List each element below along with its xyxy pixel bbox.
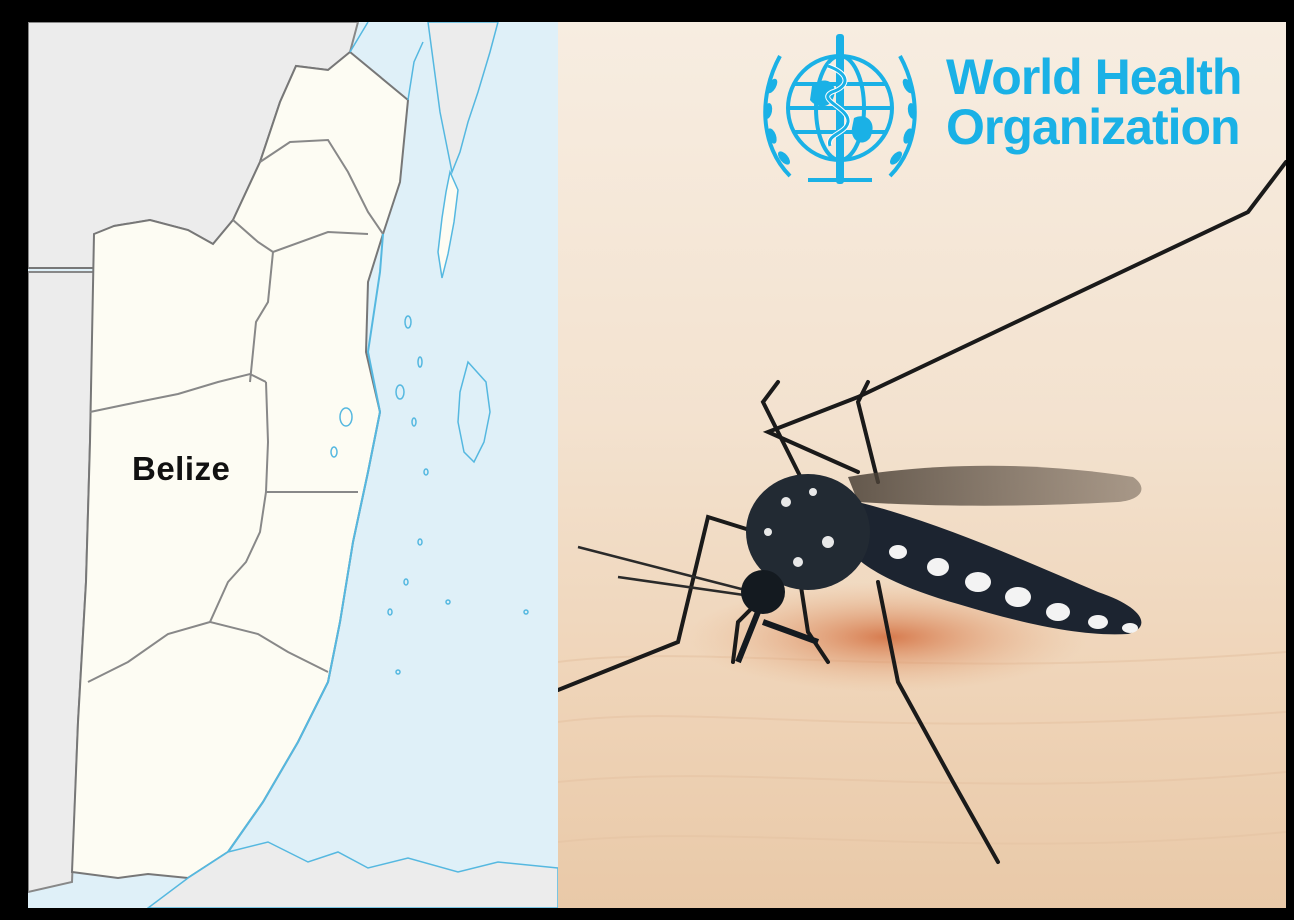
who-wordmark-line2: Organization: [946, 99, 1241, 155]
district-border: [264, 381, 358, 493]
neighbor-land: [427, 22, 499, 175]
district-border: [208, 491, 329, 673]
mosquito-photo: World Health Organization: [558, 22, 1286, 908]
coastline: [187, 233, 384, 879]
mosquito-thorax: [746, 474, 870, 590]
mosquito-mouthparts: [735, 610, 820, 664]
cayes: [330, 315, 529, 675]
map-graphic: [28, 22, 558, 908]
caye: [457, 360, 491, 464]
abdomen-bands: [889, 545, 1138, 633]
mosquito-graphic: [558, 160, 1286, 864]
who-wordmark-line1: World Health: [946, 49, 1242, 105]
district-border: [259, 138, 384, 235]
who-emblem-icon: [763, 34, 917, 184]
caye: [437, 169, 459, 279]
who-wordmark: World Health Organization: [946, 49, 1242, 155]
coastline: [349, 22, 424, 101]
district-border: [87, 621, 211, 683]
district-border: [249, 251, 274, 383]
mosquito-abdomen: [843, 502, 1142, 635]
mosquito-head: [741, 570, 785, 614]
country-label: Belize: [132, 450, 231, 487]
district-border: [89, 372, 267, 413]
neighbor-land: [146, 841, 558, 908]
who-logo: World Health Organization: [750, 26, 1284, 194]
mosquito-wing: [848, 465, 1142, 506]
mosquito-antennae: [577, 545, 759, 599]
belize-map: Belize: [28, 22, 558, 908]
thorax-spots: [764, 488, 834, 567]
mosquito-legs: [558, 160, 1286, 864]
